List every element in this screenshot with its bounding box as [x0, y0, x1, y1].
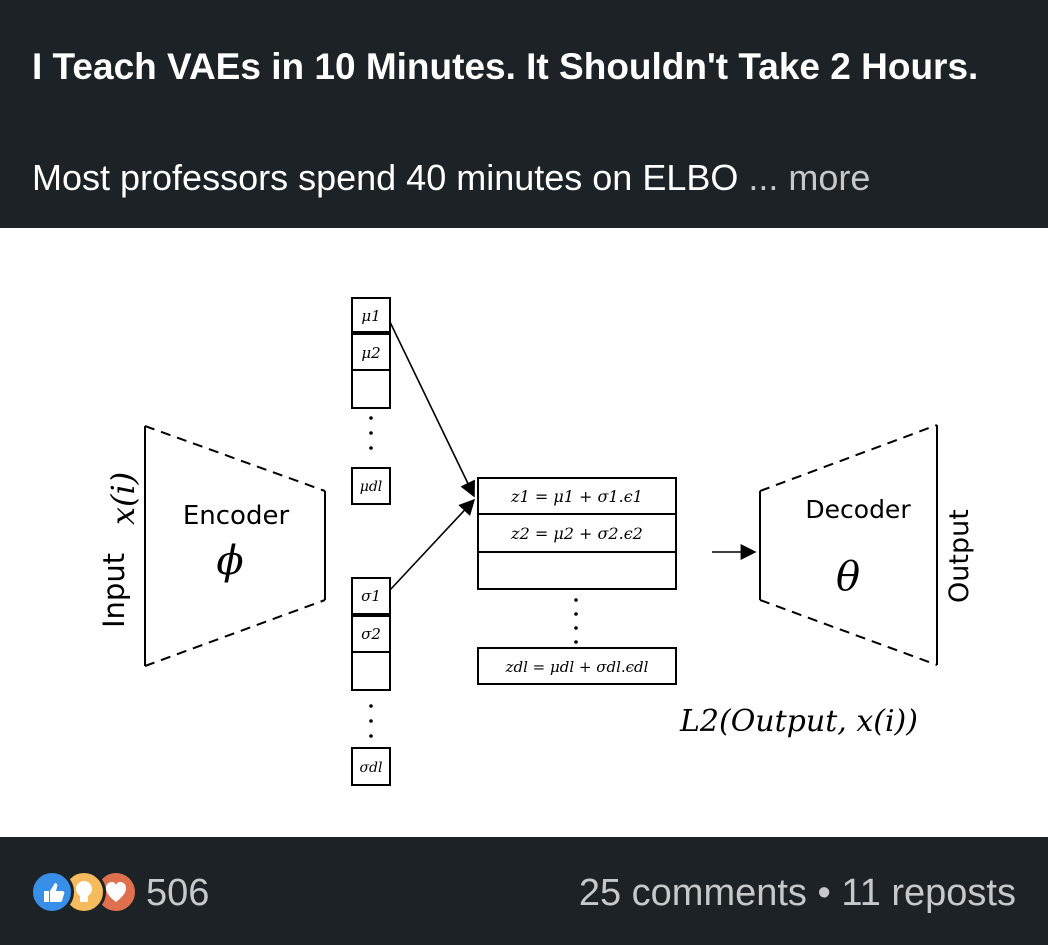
z-dl: zdl = μdl + σdl.ϵdl: [505, 658, 649, 676]
mu-vector: [351, 297, 391, 505]
sigma-2: σ2: [361, 625, 381, 643]
decoder-param: θ: [836, 554, 860, 600]
comments-link[interactable]: 25 comments: [578, 872, 807, 914]
encoder-block: [144, 425, 326, 667]
post-social-bar: [0, 837, 1048, 945]
vae-diagram: Input x(i) Encoder ϕ μ1 μ2 μdl σ1 σ2: [97, 297, 975, 786]
sigma-to-z-arrow: [389, 498, 476, 591]
post-text-snippet: Most professors spend 40 minutes on ELBO: [32, 157, 739, 198]
post-header: I Teach VAEs in 10 Minutes. It Shouldn't…: [0, 0, 1048, 228]
reactions-summary[interactable]: [30, 870, 138, 918]
loss-label: L2(Output, x(i)): [679, 704, 918, 739]
z-2: z2 = μ2 + σ2.ϵ2: [510, 524, 643, 543]
z-1: z1 = μ1 + σ1.ϵ1: [510, 487, 643, 506]
input-label: Input: [97, 553, 131, 628]
output-label: Output: [944, 509, 975, 603]
decoder-label: Decoder: [805, 495, 911, 524]
see-more-link[interactable]: ... more: [748, 157, 871, 198]
post-title: I Teach VAEs in 10 Minutes. It Shouldn't…: [32, 46, 979, 87]
mu-dl: μdl: [360, 479, 383, 495]
encoder-label: Encoder: [183, 501, 290, 531]
sigma-dl: σdl: [360, 760, 383, 776]
post-text: Most professors spend 40 minutes on ELBO…: [32, 157, 870, 199]
reaction-count[interactable]: 506: [146, 872, 210, 914]
reposts-link[interactable]: 11 reposts: [841, 872, 1016, 914]
input-variable: x(i): [104, 472, 142, 525]
mu-2: μ2: [361, 344, 380, 362]
vae-diagram-image[interactable]: Input x(i) Encoder ϕ μ1 μ2 μdl σ1 σ2: [0, 228, 1048, 837]
sigma-vector: [351, 577, 391, 786]
stats-separator: •: [817, 872, 831, 914]
encoder-param: ϕ: [216, 538, 243, 584]
sigma-1: σ1: [361, 587, 381, 605]
engagement-stats: 25 comments • 11 reposts: [579, 872, 1016, 915]
like-icon: [30, 870, 74, 914]
mu-1: μ1: [361, 307, 380, 325]
mu-to-z-arrow: [389, 321, 475, 498]
z-vector: [477, 477, 677, 685]
decoder-block: [759, 424, 938, 666]
